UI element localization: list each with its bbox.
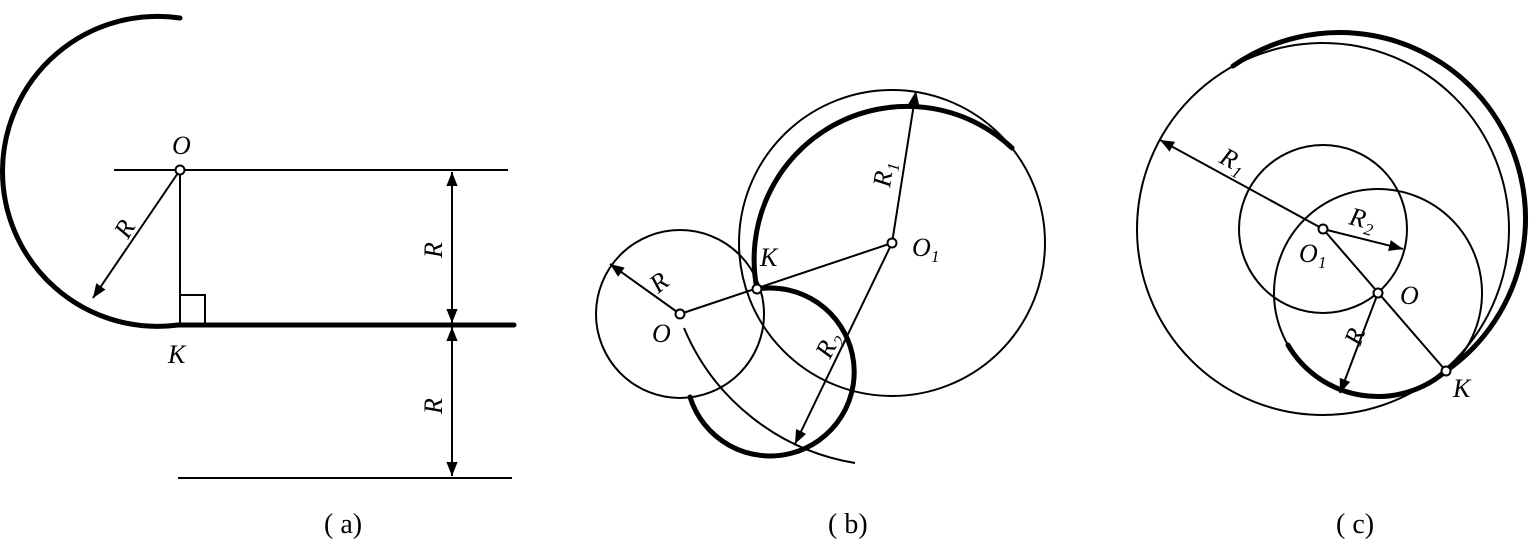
- label-r: R: [643, 266, 674, 299]
- svg-text:R: R: [643, 266, 674, 299]
- panel-b: O K O 1 R R 1 R 2 ( b): [595, 89, 1046, 540]
- svg-text:O: O: [912, 233, 931, 262]
- outer-circle-tangent-arc: [1230, 29, 1529, 374]
- svg-text:O: O: [1299, 239, 1318, 268]
- label-k: K: [759, 243, 779, 272]
- label-r1: R 1: [1214, 141, 1244, 183]
- label-r-dimension-lower: R: [419, 398, 448, 415]
- radius-r1-arrow: [891, 90, 920, 244]
- center-point-o: [1372, 287, 1384, 299]
- right-angle-mark: [180, 294, 206, 325]
- label-o1: O 1: [912, 233, 940, 266]
- circle-o-tangent-arc: [687, 285, 857, 459]
- caption-b: ( b): [828, 509, 868, 540]
- circle-o-tangent-arc: [1285, 342, 1449, 400]
- label-r2: R 2: [1346, 201, 1376, 240]
- circle-o1-tangent-arc: [751, 103, 1015, 292]
- caption-c: ( c): [1336, 509, 1374, 540]
- center-point-o1: [886, 237, 898, 249]
- label-k: K: [1452, 374, 1472, 403]
- panel-c: R 1 R 2 O 1 O R K ( c): [1136, 29, 1529, 540]
- radius-r2-arrow: [1322, 228, 1404, 252]
- tangent-arc: [0, 13, 183, 329]
- label-r: R: [1338, 324, 1371, 350]
- radius-r-arrow: [1339, 292, 1379, 394]
- label-k: K: [167, 340, 187, 369]
- svg-text:1: 1: [931, 247, 940, 266]
- line-o-o1: [679, 242, 893, 315]
- panel-a: O K R R R ( a): [0, 13, 517, 540]
- label-r-radius: R: [108, 215, 142, 244]
- center-point-o: [174, 164, 186, 176]
- radius-r2-arrow: [794, 242, 893, 445]
- line-o1-k: [1322, 228, 1447, 372]
- center-point-o1: [1317, 223, 1329, 235]
- radius-arrow: [92, 169, 181, 299]
- label-o: O: [1400, 281, 1419, 310]
- label-o: O: [652, 319, 671, 348]
- caption-a: ( a): [324, 509, 362, 540]
- outer-circle-r1: [1136, 42, 1510, 416]
- radius-r-arrow: [609, 263, 681, 315]
- svg-text:R: R: [1338, 324, 1371, 350]
- locus-arc-r2: [683, 327, 856, 464]
- circle-o1: [738, 89, 1046, 397]
- svg-text:R: R: [1346, 201, 1370, 233]
- center-point-o: [674, 308, 686, 320]
- svg-text:R: R: [867, 169, 898, 190]
- label-r1: R 1: [867, 161, 903, 190]
- label-o: O: [172, 131, 191, 160]
- svg-text:1: 1: [883, 161, 903, 172]
- radius-r1-arrow: [1159, 139, 1324, 230]
- label-o1: O 1: [1299, 239, 1327, 272]
- label-r-dimension-upper: R: [419, 242, 448, 259]
- svg-text:1: 1: [1318, 253, 1327, 272]
- circle-o: [595, 229, 765, 399]
- inner-circle-r2: [1238, 144, 1408, 314]
- tangent-point-k: [1440, 365, 1452, 377]
- tangent-point-k: [751, 283, 763, 295]
